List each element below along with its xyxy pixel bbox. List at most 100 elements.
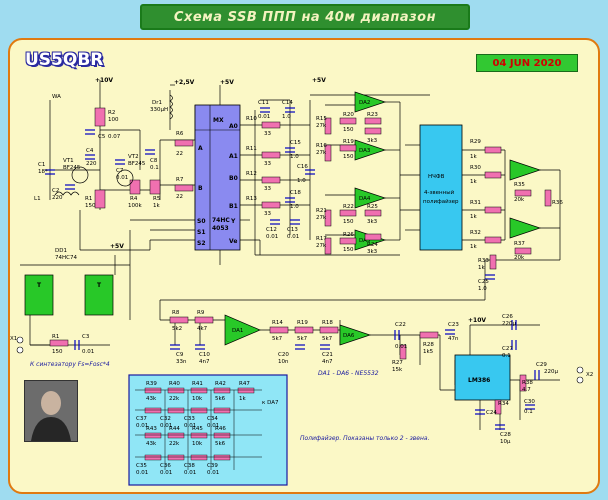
resistors	[49, 107, 552, 415]
pps-line2: 4-звенный	[424, 189, 455, 196]
pd-c32: C32	[160, 416, 171, 422]
mux-pin-ve: Ve	[229, 238, 237, 245]
mux-74hc4053: MX A B S0 S1 S2 A0 A1 B0 B1 Y Ve 74HC 40…	[194, 104, 241, 251]
pd-c39: C39	[207, 463, 218, 469]
mux-pin-b0: B0	[229, 175, 238, 182]
label-c27: C27	[502, 346, 513, 352]
label-c18v: 1.0	[290, 204, 299, 210]
label-r37: R37	[514, 241, 525, 247]
label-c2: C2	[52, 188, 59, 194]
da2-label: DA2	[359, 100, 370, 106]
transistor-vt2	[116, 169, 134, 187]
label-c30: C30	[524, 399, 535, 405]
label-c18: C18	[290, 190, 301, 196]
label-c24: C24	[486, 410, 497, 416]
label-r10v: 33	[264, 131, 271, 137]
label-r18: R18	[322, 320, 333, 326]
pd-c32v: 0.01	[160, 423, 172, 429]
pd-c35v: 0.01	[136, 470, 148, 476]
label-r33v: 1k	[478, 265, 485, 271]
mux-pin-y: Y	[230, 218, 236, 225]
label-r16v: 27k	[316, 150, 327, 156]
pd-r39: R39	[146, 381, 157, 387]
polyphase-detail: R39 43k R40 22k R41 10k R42 5k6 R47 1k к…	[128, 374, 288, 486]
mux-pin-a0: A0	[229, 123, 238, 130]
label-c15: C15	[290, 140, 301, 146]
mux-pin-s0: S0	[197, 218, 206, 225]
lm386-block: LM386	[454, 354, 511, 401]
label-c8v: 0.1	[150, 165, 159, 171]
label-c29v: 220µ	[544, 369, 558, 375]
label-x1: X1	[10, 336, 17, 342]
label-c4: C4	[86, 148, 94, 154]
label-r20: R20	[343, 112, 354, 118]
callsign-logo: US5QBR	[25, 50, 104, 70]
label-r22v: 150	[343, 219, 354, 225]
label-r17: R17	[316, 236, 327, 242]
pd-r43: R43	[146, 426, 157, 432]
label-r28: R28	[423, 342, 434, 348]
label-r11: R11	[246, 146, 257, 152]
label-r4: R4	[130, 196, 138, 202]
label-r32: R32	[470, 230, 481, 236]
label-r28v: 1k5	[423, 349, 434, 355]
label-r21v: 27k	[316, 215, 327, 221]
da1-label: DA1	[232, 328, 243, 334]
label-r31: R31	[470, 200, 481, 206]
label-r21: R21	[316, 208, 327, 214]
label-vt2: VT2	[128, 154, 139, 160]
label-c5: C5	[98, 134, 106, 140]
supply-10v: +10V	[95, 77, 113, 84]
label-r37v: 20k	[514, 255, 525, 261]
label-r9v: 4k7	[197, 326, 208, 332]
opamp-da1	[224, 314, 261, 346]
lm386-label: LM386	[468, 377, 490, 384]
label-c13v: 0.01	[287, 234, 299, 240]
label-c23v: 47n	[448, 336, 459, 342]
label-c21v: 4n7	[322, 359, 333, 365]
label-r27v: 15k	[392, 367, 403, 373]
pd-c38: C38	[184, 463, 195, 469]
svg-text:T: T	[37, 282, 42, 289]
label-r8: R8	[172, 310, 180, 316]
opamp-da4	[354, 187, 387, 209]
label-r12: R12	[246, 171, 257, 177]
pd-c33: C33	[184, 416, 195, 422]
label-c11v: 0.01	[258, 114, 270, 120]
label-r1b: R1	[52, 334, 59, 340]
label-c16: C16	[297, 164, 308, 170]
label-c12v: 0.01	[266, 234, 278, 240]
pd-r44v: 22k	[169, 441, 180, 447]
label-c11: C11	[258, 100, 269, 106]
pps-line1: НЧФВ	[428, 174, 445, 180]
label-c8: C8	[150, 158, 158, 164]
label-c26v: 220µ	[502, 321, 516, 327]
date-text: 04 JUN 2020	[492, 57, 562, 69]
label-r33: R33	[478, 258, 489, 264]
label-c23: C23	[448, 322, 459, 328]
mux-pin-b1: B1	[229, 203, 238, 210]
pd-r40: R40	[169, 381, 180, 387]
label-r22: R22	[343, 204, 354, 210]
label-r31v: 1k	[470, 214, 477, 220]
label-r29: R29	[470, 139, 481, 145]
label-r19b: R19	[297, 320, 308, 326]
mux-pin-b: B	[198, 185, 203, 192]
label-r30v: 1k	[470, 179, 477, 185]
supply-2v5: +2,5V	[174, 79, 195, 86]
label-r35: R35	[514, 182, 525, 188]
label-r34: R34	[498, 401, 509, 407]
dd1-flipflops: T T DD1 74HC74	[24, 248, 114, 316]
label-c3: C3	[82, 334, 90, 340]
label-c26: C26	[502, 314, 513, 320]
label-r15v: 27k	[316, 123, 327, 129]
label-r23: R23	[367, 112, 378, 118]
pd-c39v: 0.01	[207, 470, 219, 476]
label-r38v: 4.7	[522, 387, 531, 393]
label-c15v: 1.0	[290, 154, 299, 160]
label-r2: R2	[108, 110, 115, 116]
mux-part: 74HC	[212, 217, 230, 224]
svg-text:T: T	[97, 282, 102, 289]
label-c29: C29	[536, 362, 547, 368]
